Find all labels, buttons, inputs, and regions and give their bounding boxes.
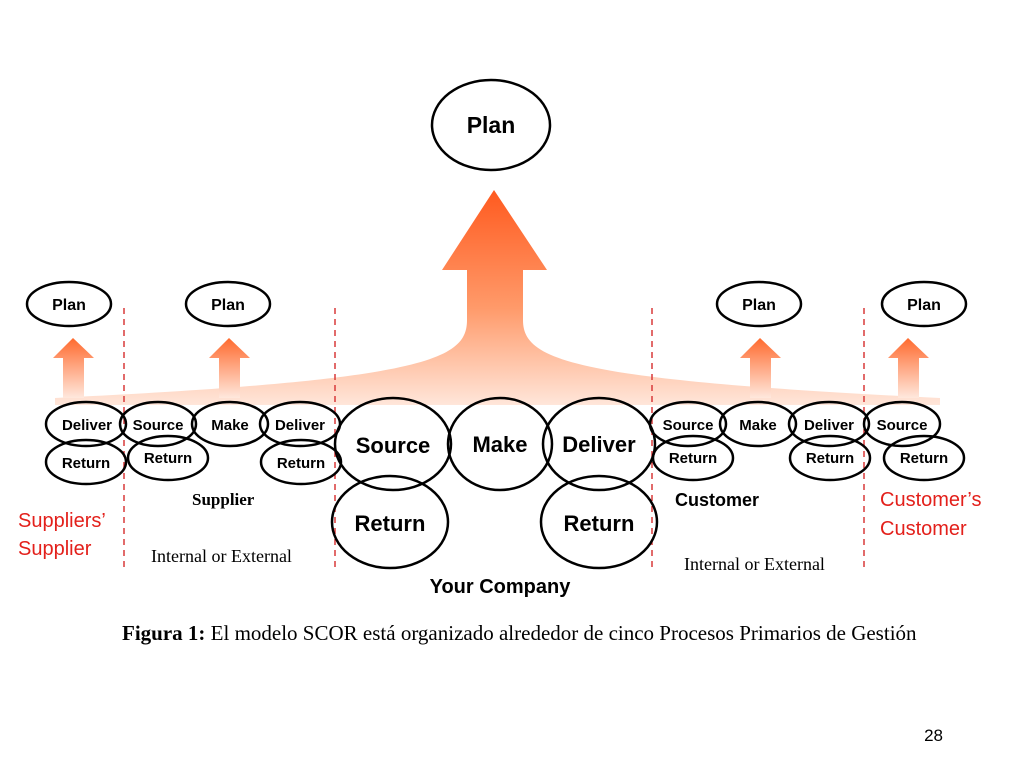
plan-label: Plan xyxy=(52,297,86,314)
deliver-node xyxy=(541,396,657,492)
source-label: Source xyxy=(663,417,714,434)
make-label: Make xyxy=(739,417,777,434)
deliver-node xyxy=(787,400,871,448)
plan-node: Plan xyxy=(184,280,272,328)
return-node xyxy=(788,434,872,482)
small-arrow xyxy=(53,338,94,398)
return-label: Return xyxy=(900,450,948,467)
make-label: Make xyxy=(211,417,249,434)
return-node xyxy=(259,438,343,486)
figure-caption-text: El modelo SCOR está organizado alrededor… xyxy=(205,621,917,645)
return-label: Return xyxy=(669,450,717,467)
plan-label: Plan xyxy=(907,297,941,314)
return-node xyxy=(330,474,450,570)
source-label: Source xyxy=(133,417,184,434)
source-label: Source xyxy=(877,417,928,434)
return-label: Return xyxy=(144,450,192,467)
make-node xyxy=(718,400,798,448)
plan-label: Plan xyxy=(742,297,776,314)
source-node xyxy=(862,400,942,448)
source-node xyxy=(333,396,453,492)
deliver-node xyxy=(44,400,128,448)
supplier-label: Supplier xyxy=(192,490,255,509)
return-label: Return xyxy=(355,511,426,536)
small-arrow xyxy=(209,338,250,398)
small-arrow xyxy=(888,338,929,398)
return-node xyxy=(126,434,210,482)
top-plan-label: Plan xyxy=(467,112,516,138)
return-node xyxy=(44,438,128,486)
source-node xyxy=(118,400,198,448)
figure-caption-prefix: Figura 1: xyxy=(122,621,205,645)
plan-label: Plan xyxy=(211,297,245,314)
return-label: Return xyxy=(564,511,635,536)
deliver-label: Deliver xyxy=(62,417,112,434)
customer-label: Customer xyxy=(675,490,759,510)
source-node xyxy=(648,400,728,448)
return-label: Return xyxy=(62,455,110,472)
deliver-label: Deliver xyxy=(804,417,854,434)
your-company-label: Your Company xyxy=(430,576,572,598)
source-label: Source xyxy=(356,433,431,458)
make-node xyxy=(446,396,554,492)
make-node xyxy=(190,400,270,448)
return-label: Return xyxy=(806,450,854,467)
suppliers-supplier-label: Supplier xyxy=(18,538,92,560)
make-label: Make xyxy=(472,432,527,457)
return-node xyxy=(539,474,659,570)
return-label: Return xyxy=(277,455,325,472)
main-flow-arrow xyxy=(55,190,940,405)
customers-customer-label: Customer xyxy=(880,518,967,540)
deliver-label: Deliver xyxy=(275,417,325,434)
return-node xyxy=(651,434,735,482)
plan-node: Plan xyxy=(880,280,968,328)
plan-node: Plan xyxy=(715,280,803,328)
deliver-label: Deliver xyxy=(562,432,636,457)
page-number: 28 xyxy=(924,726,943,745)
customers-customer-label: Customer’s xyxy=(880,489,982,511)
plan-node: Plan xyxy=(25,280,113,328)
suppliers-supplier-label: Suppliers’ xyxy=(18,510,106,532)
supplier-internal-external-label: Internal or External xyxy=(151,546,292,566)
small-arrow xyxy=(740,338,781,398)
customer-internal-external-label: Internal or External xyxy=(684,554,825,574)
top-plan-node: Plan xyxy=(430,78,552,172)
figure-caption: Figura 1: El modelo SCOR está organizado… xyxy=(122,621,917,645)
return-node xyxy=(882,434,966,482)
